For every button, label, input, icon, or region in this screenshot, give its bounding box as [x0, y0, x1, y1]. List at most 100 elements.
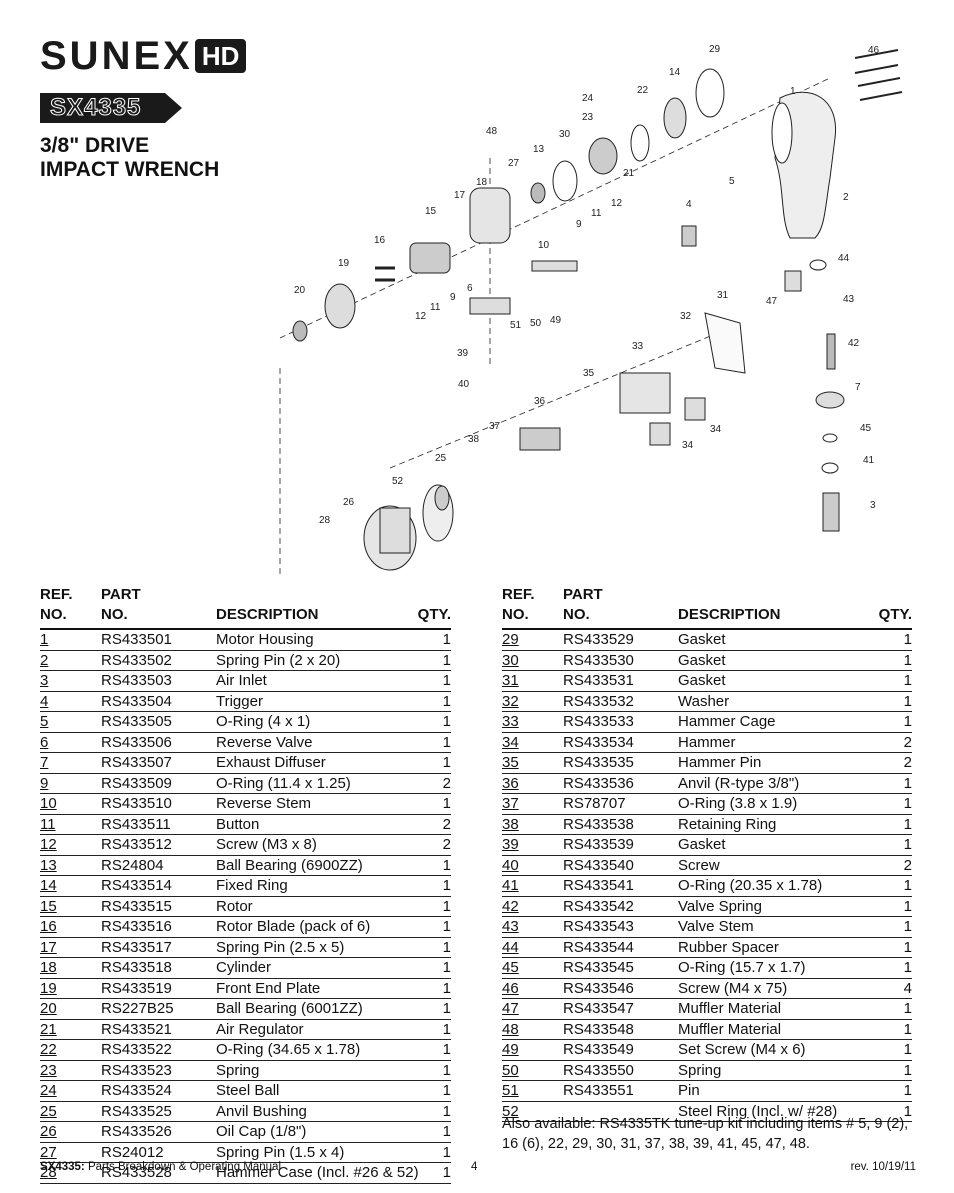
ref-no: 17	[40, 938, 57, 956]
svg-text:28: 28	[319, 515, 331, 526]
diagram-callouts: 29 46 14 22 1 24 23 30 48 13 27 21 5 18 …	[294, 44, 880, 526]
description: Button	[216, 815, 260, 833]
svg-text:42: 42	[848, 338, 860, 349]
part-no: RS433507	[101, 754, 172, 771]
quantity: 1	[442, 959, 451, 976]
svg-text:13: 13	[533, 144, 545, 155]
part-no: RS433531	[563, 672, 634, 689]
description: O-Ring (34.65 x 1.78)	[216, 1041, 361, 1058]
part-no: RS433501	[101, 631, 172, 648]
part-no: RS433532	[563, 692, 634, 710]
quantity: 1	[442, 1020, 451, 1038]
description: Gasket	[678, 836, 726, 853]
quantity: 1	[903, 713, 912, 730]
description: Valve Spring	[678, 897, 762, 915]
ref-no: 24	[40, 1082, 57, 1099]
quantity: 1	[903, 672, 912, 689]
header-description: DESCRIPTION	[216, 606, 319, 623]
footer-manual-name: Parts Breakdown & Operating Manual	[84, 1161, 282, 1173]
ref-no: 41	[502, 877, 519, 894]
description: Reverse Valve	[216, 733, 313, 751]
part-no: RS78707	[563, 795, 626, 812]
part-no: RS433519	[101, 979, 172, 997]
quantity: 1	[442, 733, 451, 751]
part-no: RS433512	[101, 836, 172, 853]
svg-text:16: 16	[374, 235, 386, 246]
ref-no: 12	[40, 836, 57, 853]
ref-no: 51	[502, 1082, 519, 1099]
ref-no: 45	[502, 959, 519, 976]
description: Screw	[678, 856, 720, 874]
ref-no: 21	[40, 1020, 57, 1038]
quantity: 1	[442, 1082, 451, 1099]
svg-text:10: 10	[538, 240, 550, 251]
ref-no: 35	[502, 754, 519, 771]
quantity: 1	[442, 692, 451, 710]
part-no: RS433545	[563, 959, 634, 976]
part-no: RS433509	[101, 774, 172, 792]
ref-no: 43	[502, 918, 519, 935]
page-title: 3/8" DRIVE IMPACT WRENCH	[40, 134, 219, 182]
ref-no: 13	[40, 856, 57, 874]
svg-text:36: 36	[534, 396, 546, 407]
part-no: RS433524	[101, 1082, 172, 1099]
quantity: 1	[442, 918, 451, 935]
svg-text:3: 3	[870, 500, 876, 511]
ref-no: 47	[502, 1000, 519, 1017]
quantity: 1	[903, 877, 912, 894]
exploded-diagram: 29 46 14 22 1 24 23 30 48 13 27 21 5 18 …	[279, 44, 903, 578]
ref-no: 50	[502, 1061, 519, 1079]
description: Gasket	[678, 672, 726, 689]
svg-text:17: 17	[454, 190, 466, 201]
part-no: RS227B25	[101, 1000, 174, 1017]
svg-text:15: 15	[425, 206, 437, 217]
quantity: 1	[903, 938, 912, 956]
page-number: 4	[471, 1161, 478, 1173]
part-no: RS433540	[563, 856, 634, 874]
quantity: 1	[903, 959, 912, 976]
part-no: RS433518	[101, 959, 172, 976]
part-no: RS433502	[101, 651, 172, 669]
description: Hammer	[678, 733, 736, 751]
ref-no: 25	[40, 1102, 57, 1120]
ref-no: 7	[40, 754, 49, 771]
part-no: RS433517	[101, 938, 172, 956]
description: Rotor	[216, 897, 253, 915]
quantity: 1	[903, 897, 912, 915]
description: Spring Pin (2 x 20)	[216, 651, 341, 669]
quantity: 1	[442, 651, 451, 669]
ref-no: 33	[502, 713, 519, 730]
ref-no: 36	[502, 774, 519, 792]
part-no: RS433530	[563, 651, 634, 669]
quantity: 1	[442, 979, 451, 997]
description: Pin	[678, 1082, 700, 1099]
svg-text:14: 14	[669, 67, 681, 78]
header-part-1: PART	[563, 586, 603, 603]
svg-text:19: 19	[338, 258, 350, 269]
description: Steel Ring (Incl. w/ #28)	[678, 1102, 838, 1120]
quantity: 1	[442, 1000, 451, 1017]
svg-text:34: 34	[682, 440, 694, 451]
svg-text:23: 23	[582, 112, 594, 123]
svg-text:1: 1	[790, 86, 796, 97]
svg-text:25: 25	[435, 453, 447, 464]
ref-no: 4	[40, 692, 49, 710]
description: Gasket	[678, 631, 726, 648]
part-no: RS433514	[101, 877, 172, 894]
part-no: RS433539	[563, 836, 634, 853]
svg-text:35: 35	[583, 368, 595, 379]
part-no: RS433522	[101, 1041, 172, 1058]
